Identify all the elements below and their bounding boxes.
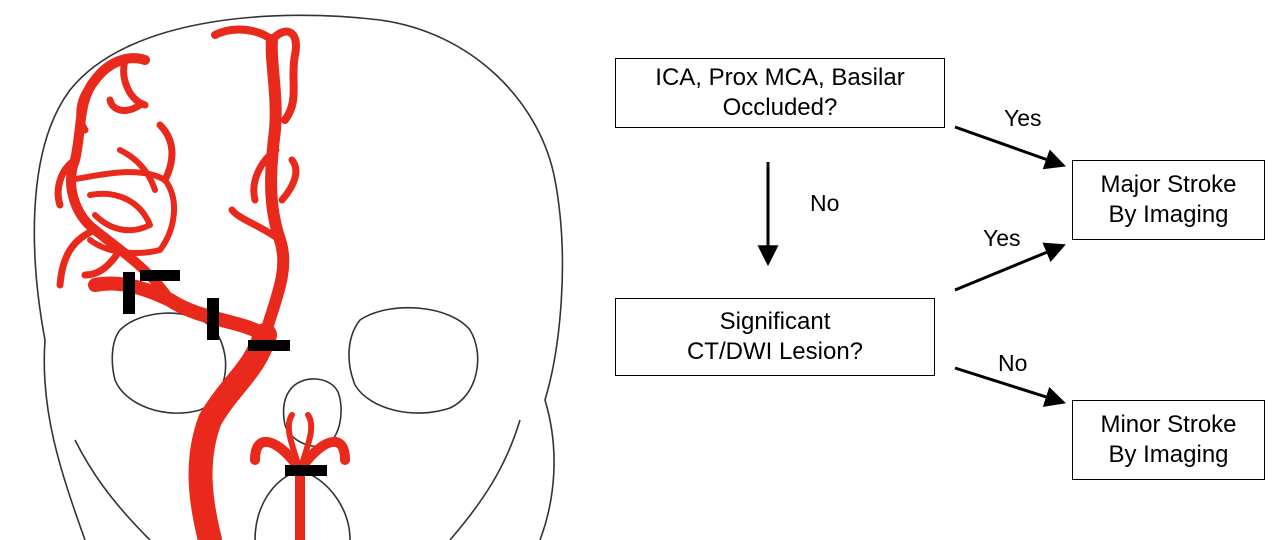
arrow-to-major-icon	[954, 125, 1066, 170]
edge-label-no: No	[998, 350, 1028, 376]
skull-vessel-illustration	[33, 14, 564, 540]
cerebral-vessels	[54, 25, 350, 540]
occlusion-marker	[140, 270, 180, 281]
question-box-lesion: Significant CT/DWI Lesion?	[615, 298, 935, 376]
edge-label-yes: Yes	[983, 225, 1021, 251]
occlusion-marker	[285, 465, 327, 476]
edge-label-yes: Yes	[1004, 105, 1042, 131]
outcome-box-major-stroke: Major Stroke By Imaging	[1072, 160, 1265, 240]
occlusion-markers	[123, 270, 327, 476]
question-box-occlusion: ICA, Prox MCA, Basilar Occluded?	[615, 58, 945, 128]
edge-label-no: No	[810, 190, 840, 216]
arrow-to-major-icon	[954, 242, 1066, 292]
occlusion-marker	[248, 340, 290, 351]
occlusion-marker	[123, 272, 135, 314]
outcome-box-minor-stroke: Minor Stroke By Imaging	[1072, 400, 1265, 480]
occlusion-marker	[207, 298, 219, 340]
